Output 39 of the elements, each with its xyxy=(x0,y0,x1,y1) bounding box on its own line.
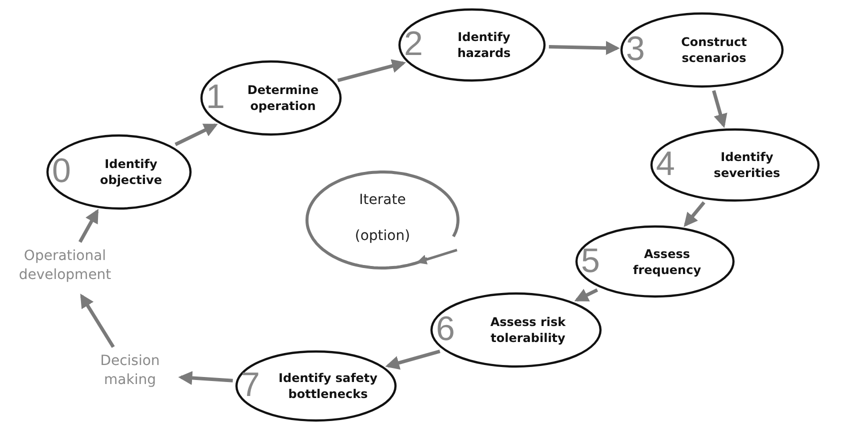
arrow xyxy=(80,294,115,348)
step-number: 6 xyxy=(436,312,455,346)
step-number: 2 xyxy=(404,27,423,61)
step-ellipse xyxy=(46,134,192,210)
step-number: 4 xyxy=(656,147,675,181)
step-ellipse xyxy=(650,128,820,202)
step-number: 5 xyxy=(581,244,600,278)
step-ellipse xyxy=(200,60,342,136)
arrow xyxy=(385,350,440,370)
step-ellipse xyxy=(398,8,546,82)
arrow xyxy=(548,40,620,55)
step-number: 3 xyxy=(626,32,645,66)
step-number: 1 xyxy=(206,80,225,114)
step-ellipse xyxy=(235,350,397,422)
option-note: (option) xyxy=(354,228,412,244)
step-ellipse xyxy=(575,225,735,298)
step-label: Identify hazards xyxy=(456,28,512,62)
outcome-label: Operational development xyxy=(18,247,112,285)
outcome-label: Decision making xyxy=(99,352,161,390)
step-label: Identify safety bottlenecks xyxy=(278,370,378,402)
iterate-loop xyxy=(305,170,460,270)
step-ellipse xyxy=(430,292,602,368)
step-ellipse xyxy=(620,12,784,88)
step-number: 7 xyxy=(241,368,260,402)
step-label: Identify severities xyxy=(712,148,782,182)
arrow xyxy=(684,201,706,227)
step-label: Identify objective xyxy=(98,156,163,188)
arrow xyxy=(174,124,218,146)
step-label: Assess frequency xyxy=(632,245,702,278)
arrow xyxy=(178,371,233,385)
arrow xyxy=(337,59,406,82)
arrow xyxy=(574,288,598,302)
step-label: Construct scenarios xyxy=(680,34,748,66)
arrow xyxy=(78,208,99,243)
loop-label: Iterate xyxy=(358,192,407,208)
step-label: Assess risk tolerability xyxy=(489,314,567,346)
arrow xyxy=(712,90,728,128)
step-label: Determine operation xyxy=(246,82,320,114)
step-number: 0 xyxy=(52,154,71,188)
